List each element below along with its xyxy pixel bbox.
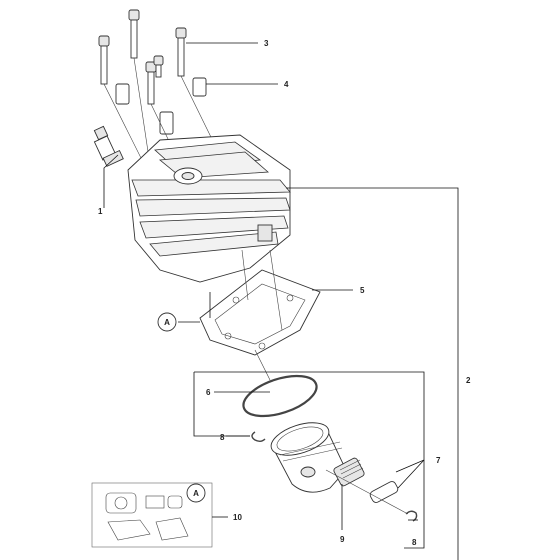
callout-8-right: 8 [412,538,417,547]
cylinder-gasket [199,269,321,356]
callout-6: 6 [206,388,211,397]
circlip-right [405,510,418,522]
callout-5: 5 [360,286,365,295]
cylinder-bolt-2 [175,27,187,77]
callout-10: 10 [233,513,242,522]
cylinder [127,134,291,283]
callout-2: 2 [466,376,471,385]
callout-8-left: 8 [220,433,225,442]
svg-text:A: A [193,489,199,498]
circlip-left [251,431,266,442]
piston [270,422,347,493]
needle-bearing [333,457,365,487]
callout-1: 1 [98,207,103,216]
callout-9: 9 [340,535,345,544]
cylinder-bolt-4 [145,61,157,105]
gasket-kit-inset [91,482,213,548]
bracket-2 [286,187,459,560]
leader-lines [103,42,418,530]
spark-plug [93,125,124,167]
callout-4: 4 [284,80,289,89]
piston-ring [242,374,318,418]
callout-7: 7 [436,456,441,465]
bolt-sleeve-1 [115,83,130,105]
cylinder-bolt-3 [98,35,110,85]
cylinder-bolt-1 [128,9,140,59]
bolt-sleeve-group [115,77,207,135]
bolt-sleeve-2 [192,77,207,97]
reference-mark-a-kit: A [186,483,206,503]
reference-mark-a-gasket: A [157,312,177,332]
assembly-guide-lines [241,249,409,515]
svg-text:A: A [164,318,170,327]
cylinder-bolt-group [98,9,187,105]
piston-pin [369,481,399,503]
bolt-sleeve-3 [159,111,174,135]
callout-3: 3 [264,39,269,48]
cylinder-bolt-5 [153,55,164,78]
